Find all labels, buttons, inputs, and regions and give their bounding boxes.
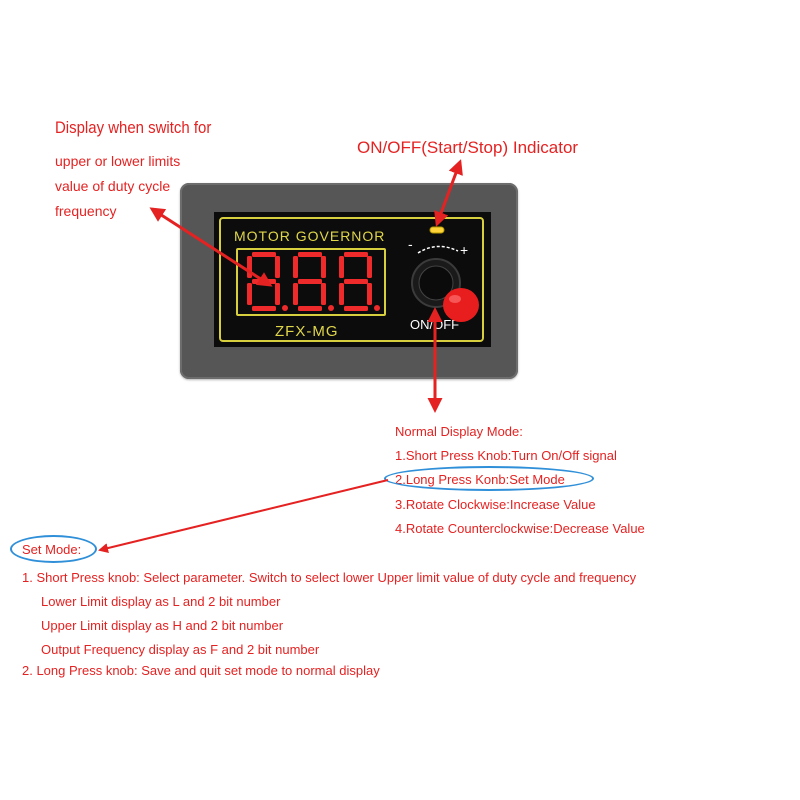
led-display [236,248,386,316]
normal-mode-title: Normal Display Mode: [395,424,523,439]
indicator-led-icon [429,226,445,234]
digit-segment [339,283,344,305]
digit-segment [339,256,344,278]
digit-segment [275,283,280,305]
digit-segment [298,279,322,284]
digit-segment [298,306,322,311]
seven-segment-digits [247,252,380,311]
knob-icon[interactable] [418,265,454,301]
digit-segment [293,283,298,305]
display-note-title: Display when switch for [55,118,212,137]
display-note-line: upper or lower limits [55,153,181,169]
digit-segment [321,256,326,278]
display-note-line: value of duty cycle [55,178,171,194]
digit-segment [275,256,280,278]
digit-segment [367,283,372,305]
digit-segment [247,256,252,278]
digit-segment [252,279,276,284]
normal-mode-item: 1.Short Press Knob:Turn On/Off signal [395,448,617,463]
normal-mode-item: 4.Rotate Counterclockwise:Decrease Value [395,521,645,536]
set-mode-sub: Output Frequency display as F and 2 bit … [41,642,320,657]
digit-segment [321,283,326,305]
decimal-point [282,305,288,311]
digit-segment [344,279,368,284]
set-mode-item-1: 1. Short Press knob: Select parameter. S… [22,570,637,585]
digit-segment [367,256,372,278]
device-title: MOTOR GOVERNOR [234,228,386,244]
digit-segment [247,283,252,305]
highlight-ellipse [10,535,97,563]
normal-mode-item: 3.Rotate Clockwise:Increase Value [395,497,596,512]
minus-sign: - [408,236,413,252]
digit-segment [293,256,298,278]
display-note-line: frequency [55,203,117,219]
set-mode-sub: Lower Limit display as L and 2 bit numbe… [41,594,281,609]
digit-segment [344,306,368,311]
digit-segment [252,306,276,311]
device-model: ZFX-MG [275,323,339,340]
highlight-ellipse [384,466,594,491]
digit-segment [252,252,276,257]
decimal-point [328,305,334,311]
set-mode-item-2: 2. Long Press knob: Save and quit set mo… [22,663,380,678]
onoff-button-icon[interactable] [443,288,479,322]
decimal-point [374,305,380,311]
setmode-arrow-icon [98,479,389,553]
rotation-arc-icon [417,245,459,254]
set-mode-sub: Upper Limit display as H and 2 bit numbe… [41,618,284,633]
plus-sign: + [460,242,468,258]
digit-segment [344,252,368,257]
digit-segment [298,252,322,257]
knob-area: - + [408,226,479,322]
indicator-label: ON/OFF(Start/Stop) Indicator [357,138,579,157]
